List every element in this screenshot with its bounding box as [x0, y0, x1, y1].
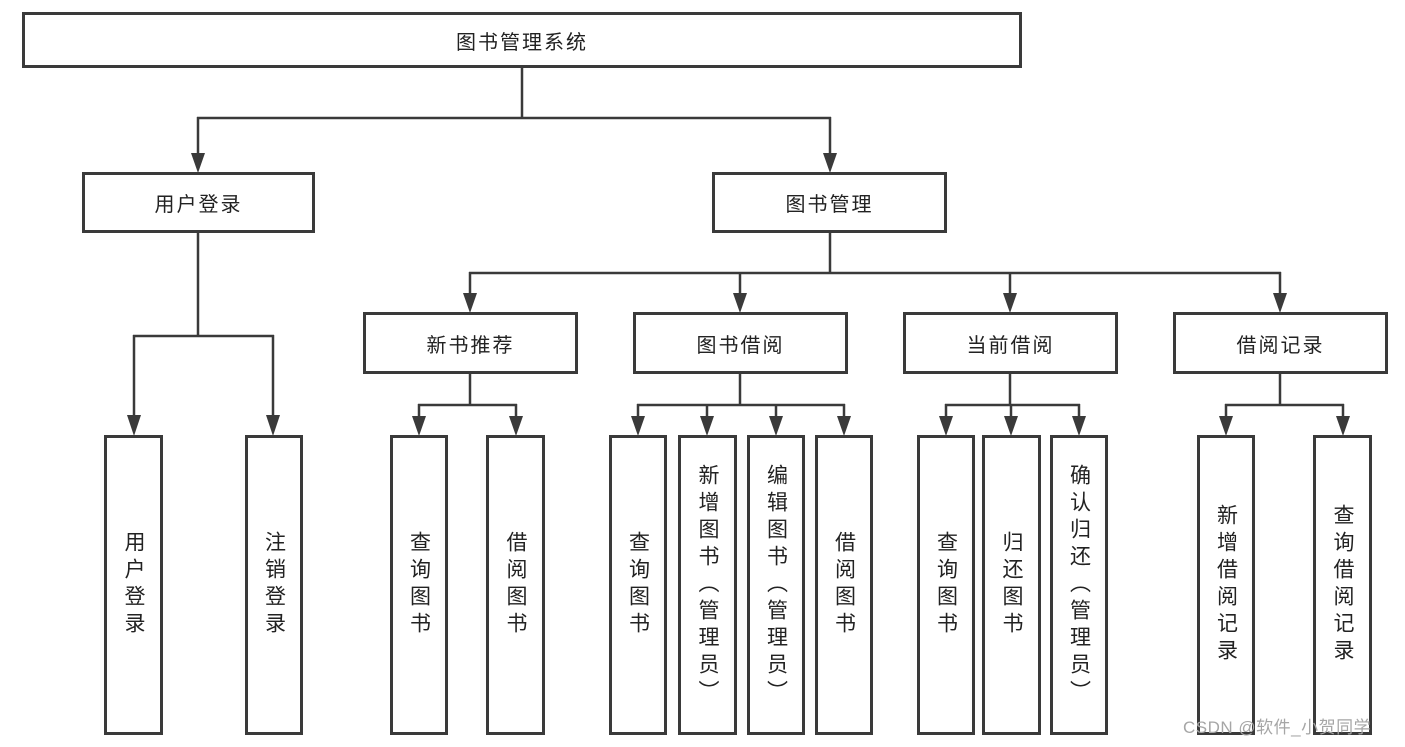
node-book-borrow: 图书借阅 [633, 312, 848, 374]
leaf-current-return: 归还图书 [982, 435, 1041, 735]
leaf-user-login: 用户登录 [104, 435, 163, 735]
leaf-current-confirm-return: 确认归还（管理员） [1050, 435, 1108, 735]
connector-root-split [191, 68, 837, 173]
connector-book-borrow-split [631, 373, 851, 436]
leaf-borrow-edit-book: 编辑图书（管理员） [747, 435, 805, 735]
leaf-current-query: 查询图书 [917, 435, 975, 735]
leaf-borrow-query: 查询图书 [609, 435, 667, 735]
csdn-watermark: CSDN @软件_小贺同学 [1183, 718, 1372, 737]
node-borrow-record: 借阅记录 [1173, 312, 1388, 374]
leaf-record-query: 查询借阅记录 [1313, 435, 1372, 735]
connector-new-book-split [412, 373, 523, 436]
node-book-mgmt: 图书管理 [712, 172, 947, 233]
connector-borrow-record-split [1219, 373, 1350, 436]
leaf-new-book-borrow: 借阅图书 [486, 435, 545, 735]
connector-book-mgmt-split [463, 232, 1287, 313]
connector-current-borrow-split [939, 373, 1086, 436]
leaf-borrow-add-book: 新增图书（管理员） [678, 435, 737, 735]
node-current-borrow: 当前借阅 [903, 312, 1118, 374]
node-user-login: 用户登录 [82, 172, 315, 233]
leaf-borrow-book: 借阅图书 [815, 435, 873, 735]
connector-user-login-split [127, 232, 280, 436]
node-root: 图书管理系统 [22, 12, 1022, 68]
leaf-record-add: 新增借阅记录 [1197, 435, 1255, 735]
leaf-new-book-query: 查询图书 [390, 435, 448, 735]
node-new-book: 新书推荐 [363, 312, 578, 374]
leaf-logout: 注销登录 [245, 435, 303, 735]
